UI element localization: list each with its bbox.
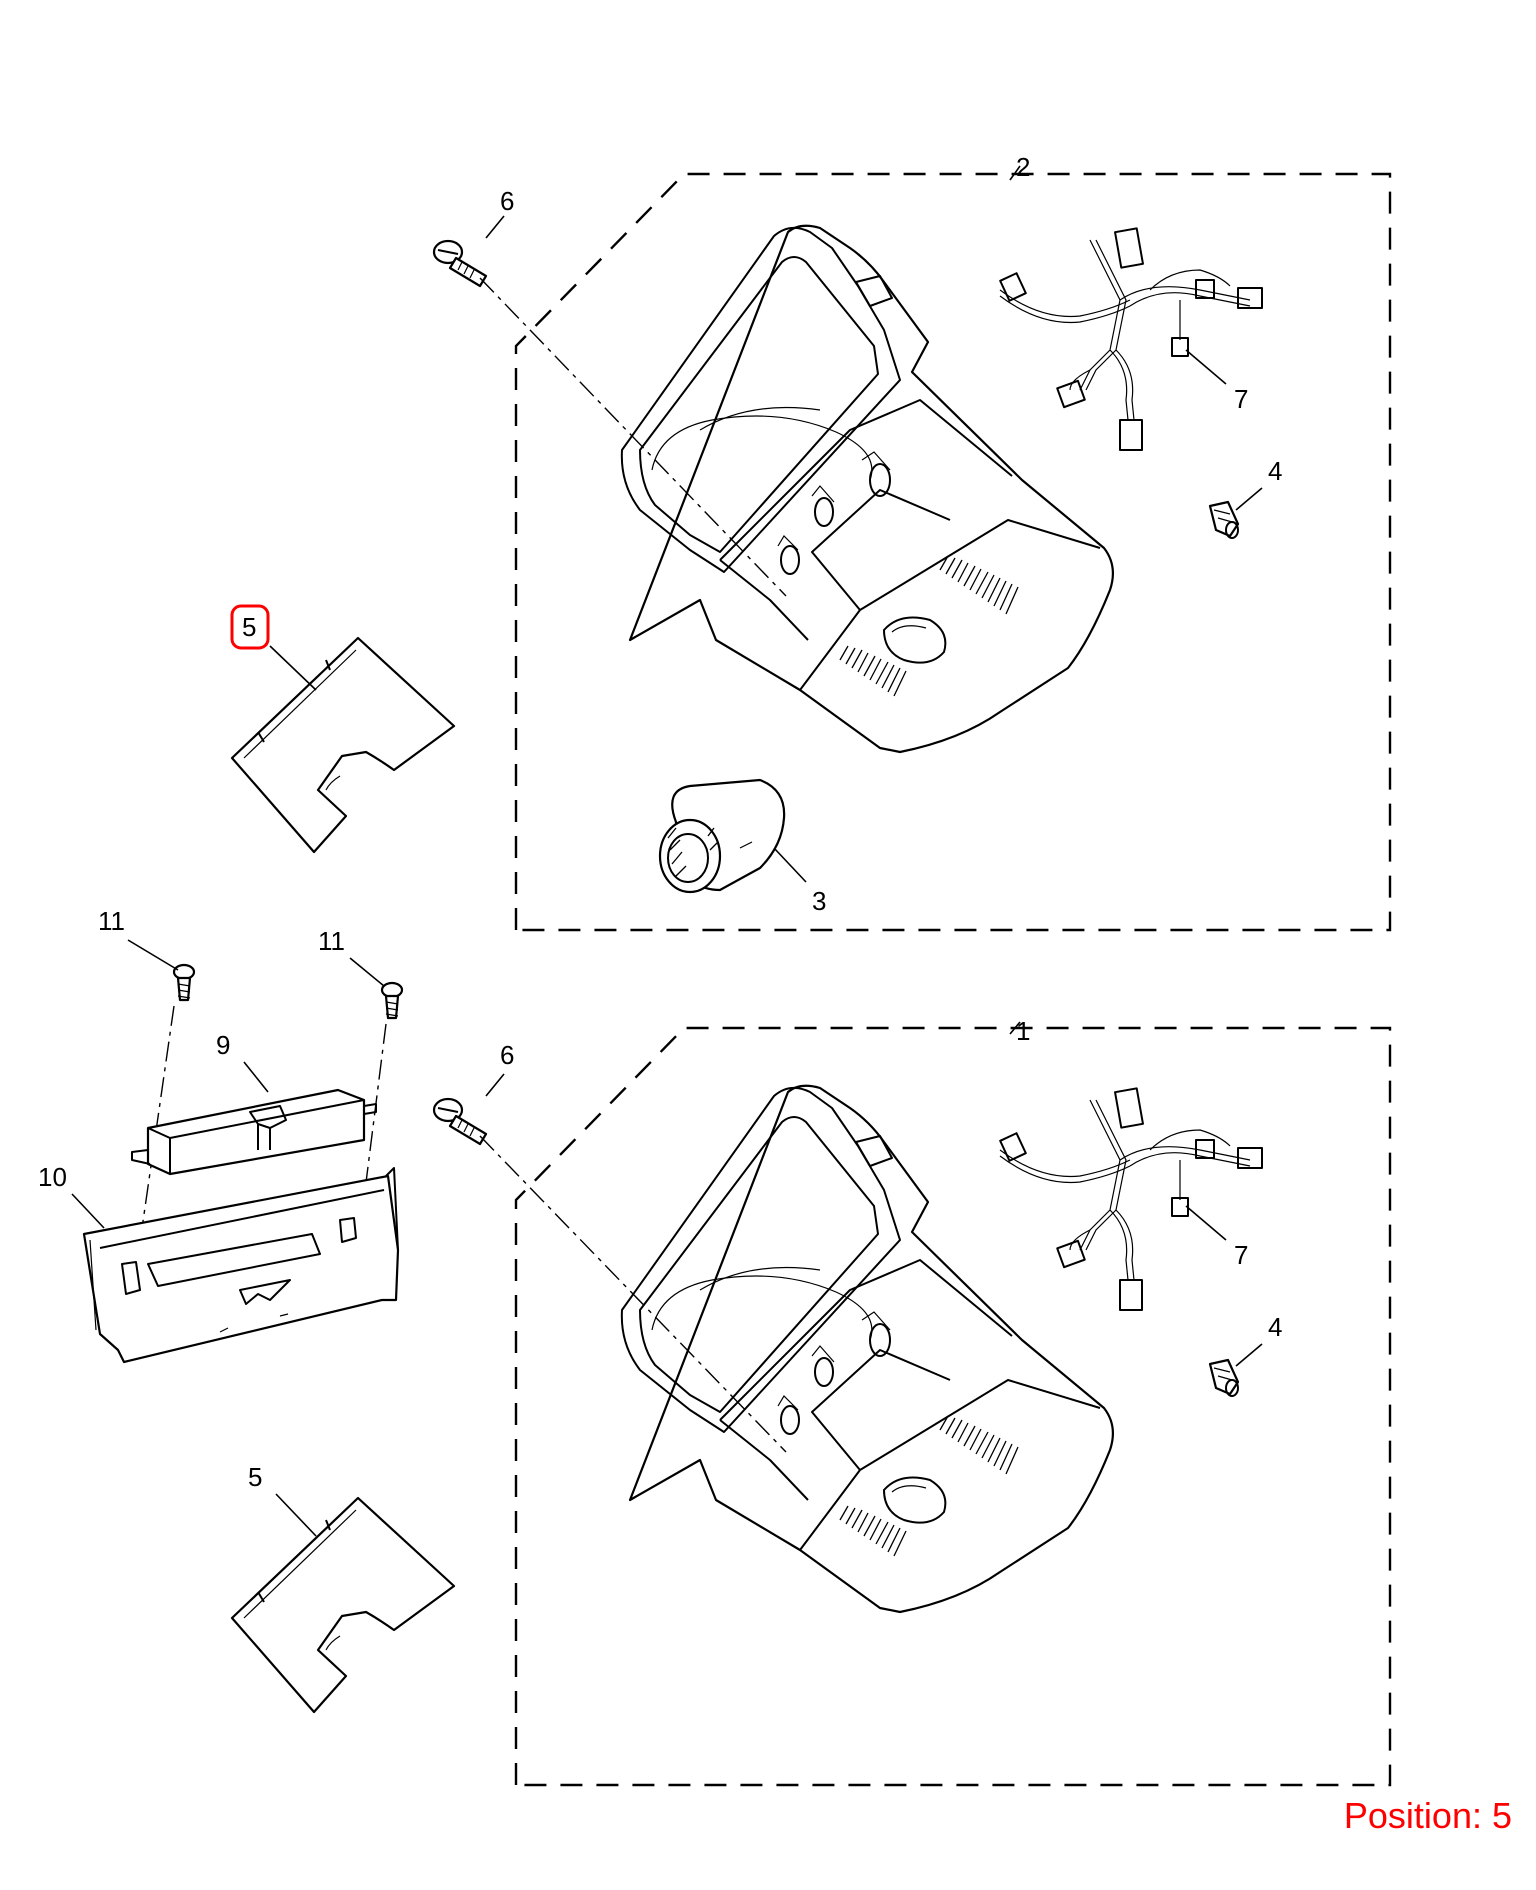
module-part-9	[131, 1088, 377, 1176]
leader-lines	[71, 165, 1263, 1537]
assembly-1	[230, 1026, 1392, 1787]
tray-part-10	[82, 1167, 400, 1364]
bulb-lower	[1208, 1358, 1240, 1398]
callout-11-right: 11	[318, 926, 345, 956]
knob-part-3	[658, 778, 786, 894]
wiring-harness-lower	[999, 1087, 1263, 1311]
callout-5-lower: 5	[248, 1462, 262, 1492]
cover-part-5-lower	[230, 1496, 456, 1714]
bulb-upper	[1208, 500, 1240, 540]
callout-9: 9	[216, 1030, 230, 1060]
screw-lower	[432, 1097, 488, 1146]
assembly-2-boundary	[514, 172, 1392, 932]
callout-3: 3	[812, 886, 826, 916]
callout-labels: 2 6 7 4 5 3 11 11 9 6 1 10 7 4 5	[38, 152, 1282, 1492]
callout-10: 10	[38, 1162, 67, 1192]
assembly-1-boundary	[514, 1026, 1392, 1787]
cover-part-5-upper	[230, 636, 456, 854]
callout-11-left: 11	[98, 906, 125, 936]
callout-1: 1	[1016, 1016, 1030, 1046]
callout-4-lower: 4	[1268, 1312, 1282, 1342]
screw-part-11-left	[172, 963, 196, 1002]
console-housing-lower	[620, 1084, 1115, 1614]
assembly-2	[230, 172, 1392, 932]
callout-7-lower: 7	[1234, 1240, 1248, 1270]
callout-5-upper: 5	[242, 612, 256, 642]
console-housing-upper	[620, 224, 1115, 754]
screw-upper	[432, 239, 488, 288]
callout-2-upper: 2	[1016, 152, 1030, 182]
wiring-harness-upper	[999, 227, 1263, 451]
callout-6-upper: 6	[500, 186, 514, 216]
callout-6-lower: 6	[500, 1040, 514, 1070]
position-label: Position: 5	[1343, 1795, 1512, 1836]
callout-4-upper: 4	[1268, 456, 1282, 486]
callout-7-upper: 7	[1234, 384, 1248, 414]
bracket-parts	[82, 963, 404, 1364]
screw-part-11-right	[380, 981, 404, 1020]
position-highlight-box	[230, 604, 270, 650]
